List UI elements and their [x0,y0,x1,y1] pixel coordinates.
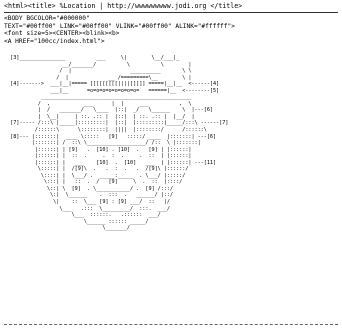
ascii-row: \:::| | :: . / [9] \ . :: |::::/ [4,179,182,185]
source-line: <BODY BGCOLOR="#000000" [4,15,90,22]
ascii-row: / | __________ \ \ [4,68,191,74]
source-link[interactable]: <A HREF="100cc/index.html"> [4,38,105,45]
ascii-row: [4]-------> ___|__|===== [[[[[[[[[||||]]… [4,81,219,87]
ascii-row: / | __ /=========\__ \ | [4,75,191,81]
ascii-row: \::::| | \___/ . _____:_____ . \___/ |::… [4,173,185,179]
ascii-row: | / _______/ \____ |::| _/ \______ \ |--… [4,107,213,113]
ascii-row: |::::::| | ___ [10] . [10] ___ | |::::::… [4,160,216,166]
ascii-row: /::::::\ \::::::::| |||| |::::::::/ /:::… [4,127,207,133]
ascii-row: \| :: \___ [9] : [9] ___/ :: |/ [4,199,170,205]
ascii-row: ___|__ =o=o=o=o=o=o=o=o= ======|__ <----… [4,88,219,94]
source-line: TEXT="#00ff00" LINK="#00ff00" VLINK="#00… [4,23,235,30]
ascii-row: ________________________________________… [4,94,191,100]
ascii-row: \___ .::: \_________/ :::. ___/ [4,206,170,212]
ascii-row: |:::::::| / ::\ \___________________/ /:… [4,140,201,146]
ascii-row: [3]_______________ ___ \| \__/___|_ [4,55,179,61]
source-line: <font size=5><CENTER><blink><b> [4,30,119,37]
ascii-row: | \__| | ::. .:: | |::| | ::. .:: | |__/… [4,114,195,120]
ascii-row: / , ___ | | ___ , \ [4,101,191,107]
ascii-row: |::::::| | :: . . : . . :: | |::::::| [4,153,191,159]
html-source-header: <BODY BGCOLOR="#000000" TEXT="#00ff00" L… [4,15,338,45]
ascii-row: __/_______/ \ \ | [4,62,191,68]
ascii-row: \______ :::::: _____/ [4,219,148,225]
ascii-row: \_______/ [4,225,130,231]
ascii-row: \:::::| | /[9]\ . . : . . /[9]\ |::::::/ [4,166,188,172]
bottom-divider [4,324,338,326]
ascii-row: \___ ::::::. .:::::: ___/ [4,212,161,218]
ascii-row: |::::::| | [9] . [10] . [10] . [9] | |::… [4,147,191,153]
page-title-bar: <html><title> %Location | http://wwwwwww… [4,1,338,13]
ascii-row: \:| \______ . ::: . ______/ |::/ [4,192,173,198]
ascii-row: \::| \ [9] . \___________/ . [9] /:::/ [4,186,173,192]
ascii-art-face[interactable]: [3]_______________ ___ \| \__/___|_ __/_… [4,55,338,321]
ascii-row: [8]--- |:::::::| ____ \::::: [9] :::::/ … [4,134,216,140]
ascii-row: [7]----- /:::\ |_____|:::::::::| |::| |:… [4,120,228,126]
